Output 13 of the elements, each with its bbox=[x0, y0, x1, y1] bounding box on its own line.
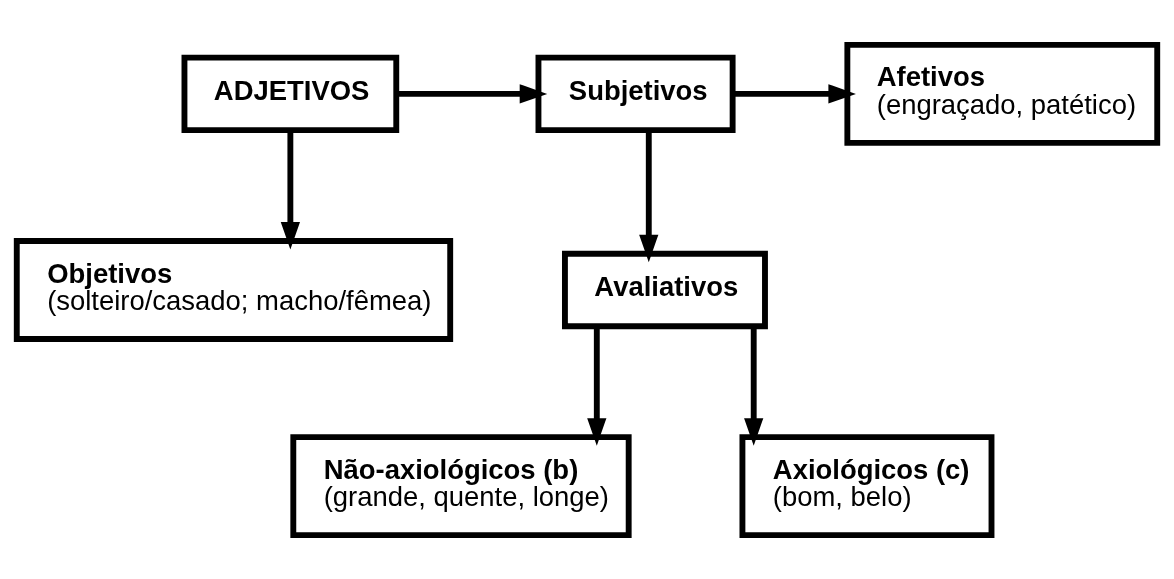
arrow bbox=[280, 130, 300, 250]
node-box: Objetivos (solteiro/casado; macho/fêmea) bbox=[13, 237, 454, 342]
node-box: Avaliativos bbox=[562, 250, 768, 329]
arrow bbox=[744, 326, 764, 446]
arrow bbox=[396, 83, 548, 103]
node-box: Axiológicos (c) (bom, belo) bbox=[739, 433, 995, 538]
node-box: Afetivos (engraçado, patético) bbox=[844, 41, 1161, 146]
node-box: Subjetivos bbox=[535, 54, 736, 133]
node-box: Não-axiológicos (b) (grande, quente, longe) bbox=[290, 433, 632, 538]
node-box: ADJETIVOS bbox=[181, 54, 400, 133]
arrow bbox=[732, 83, 856, 103]
arrow bbox=[587, 326, 607, 446]
arrow bbox=[639, 130, 659, 262]
